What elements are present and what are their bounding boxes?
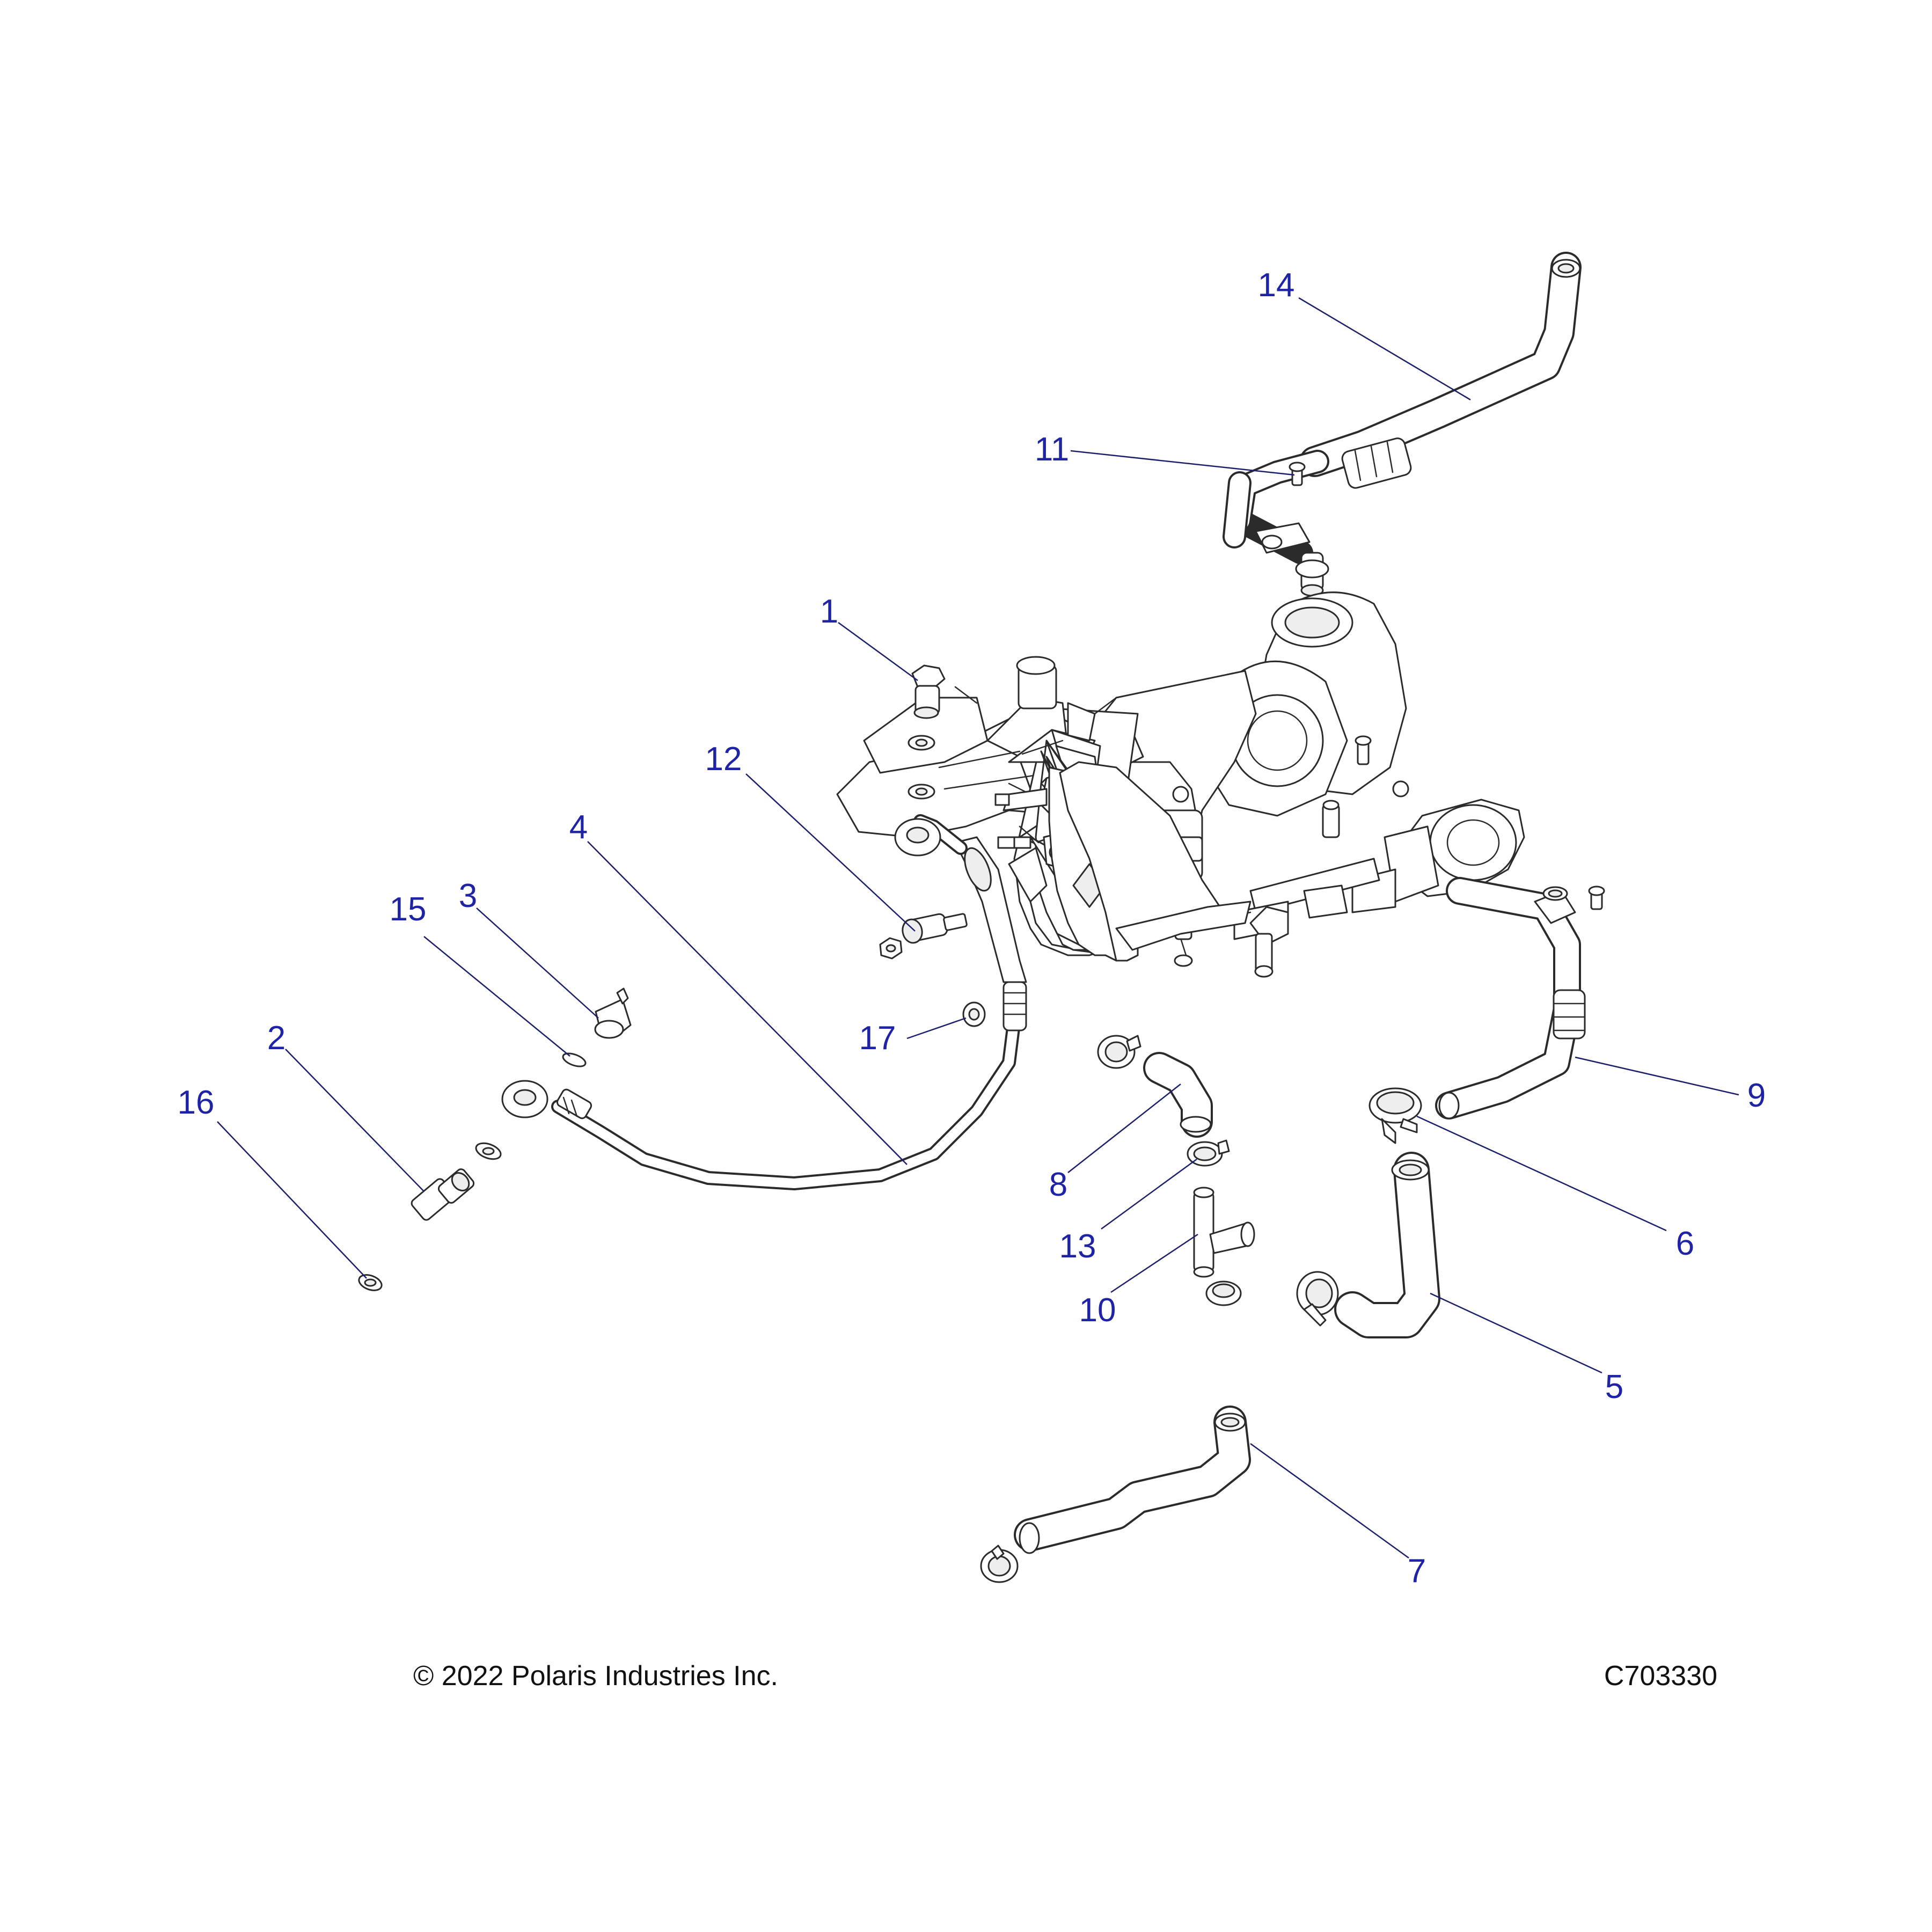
callout-17: 17	[859, 1020, 896, 1057]
nut-17	[962, 1001, 986, 1027]
tube-14	[1299, 252, 1582, 477]
callout-9: 9	[1747, 1077, 1766, 1114]
leader-17	[906, 1017, 967, 1040]
copyright-text: © 2022 Polaris Industries Inc.	[413, 1660, 778, 1692]
leader-1	[838, 621, 918, 682]
leader-8	[1067, 1084, 1181, 1173]
callout-14: 14	[1258, 267, 1295, 304]
o-ring-15	[562, 1052, 587, 1067]
hose-clamp-7	[980, 1545, 1019, 1583]
oil-line-4	[501, 814, 1027, 1190]
tube-11-with-flange	[1223, 437, 1412, 597]
hose-clamp-5	[1296, 1271, 1339, 1327]
leader-16	[217, 1121, 367, 1279]
callout-6: 6	[1676, 1225, 1694, 1262]
hose-clamp-8	[1097, 1035, 1141, 1069]
leader-7	[1250, 1443, 1409, 1559]
callout-1: 1	[820, 593, 838, 630]
leader-14	[1298, 297, 1471, 401]
banjo-bolt-1	[911, 664, 946, 719]
leader-9	[1575, 1056, 1739, 1096]
adapter-fitting-2	[411, 1168, 475, 1221]
callout-15: 15	[390, 891, 427, 928]
leader-10	[1110, 1233, 1198, 1293]
callout-11: 11	[1035, 431, 1069, 468]
sealing-washer-upper-b	[908, 784, 935, 800]
callout-13: 13	[1059, 1228, 1096, 1265]
leader-4	[587, 841, 908, 1165]
callout-5: 5	[1605, 1368, 1623, 1406]
callout-7: 7	[1408, 1553, 1426, 1590]
leader-5	[1430, 1292, 1602, 1374]
hose-5	[1334, 1152, 1440, 1338]
callout-4: 4	[569, 809, 588, 846]
fitting-12	[902, 913, 968, 944]
tube-9	[1435, 877, 1605, 1119]
leader-12	[745, 773, 916, 932]
leader-13	[1101, 1158, 1197, 1230]
callout-12: 12	[705, 741, 742, 778]
callout-10: 10	[1079, 1292, 1116, 1329]
plug-16	[358, 1274, 383, 1291]
leader-6	[1416, 1115, 1667, 1232]
hose-8	[1143, 1052, 1213, 1138]
nut-12	[879, 937, 903, 960]
tee-fitting-10	[1193, 1187, 1255, 1278]
manifold-shield-body	[1048, 761, 1252, 962]
hose-7	[1014, 1406, 1251, 1554]
callout-8: 8	[1049, 1166, 1067, 1203]
leader-11	[1070, 450, 1295, 476]
sealing-washer-upper-a	[908, 735, 935, 751]
callout-16: 16	[178, 1084, 215, 1121]
sealing-washer-lower	[475, 1142, 502, 1160]
callout-2: 2	[267, 1020, 286, 1057]
drawing-number: C703330	[1604, 1660, 1717, 1692]
callout-3: 3	[459, 877, 477, 914]
leader-3	[476, 908, 599, 1019]
leader-lines	[217, 297, 1739, 1559]
fitting-3	[594, 987, 632, 1039]
callout-labels: 1 2 3 4 5 6 7 8 9 10 11 12 13 14 15 16 1…	[178, 267, 1766, 1590]
leader-2	[285, 1049, 425, 1192]
hose-clamp-6	[1368, 1087, 1422, 1144]
leader-15	[423, 936, 570, 1057]
hose-clamp-10	[1205, 1280, 1242, 1306]
